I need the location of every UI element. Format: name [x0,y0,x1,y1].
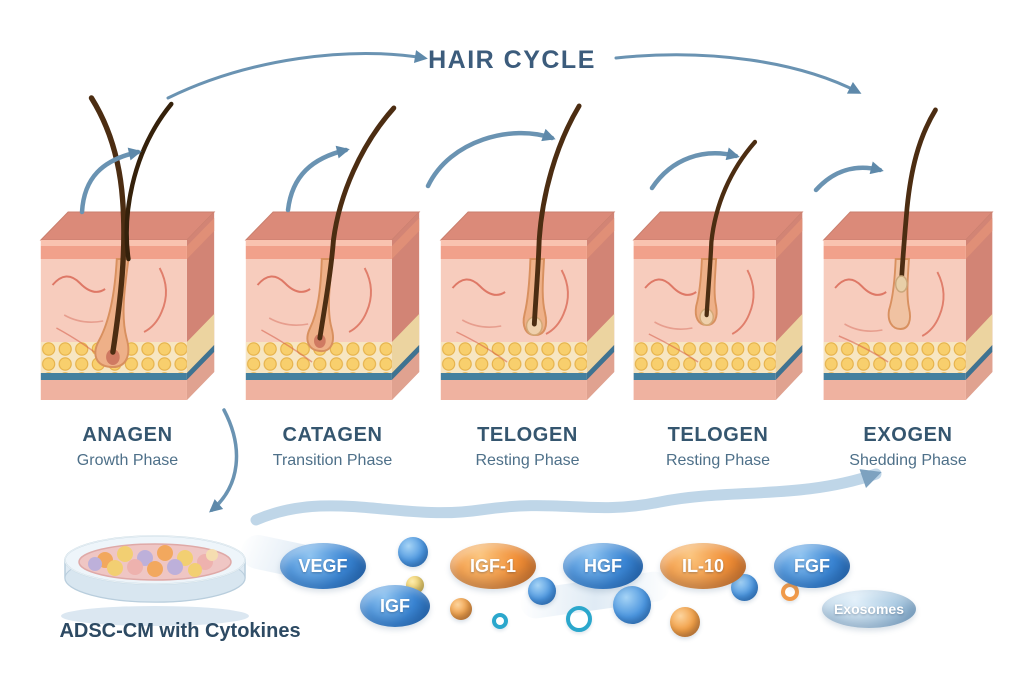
factor-label-vegf: VEGF [298,555,348,576]
molecule-ball-orange [450,598,472,620]
skin-illustration-exogen [822,107,994,400]
factor-label-igf: IGF [380,595,410,616]
phase-label-telogen-2: TELOGEN Resting Phase [628,424,808,470]
factor-bubble-igf1: IGF-1 [450,543,536,589]
phase-name-catagen: CATAGEN [282,424,383,446]
phase-name-exogen: EXOGEN [863,424,953,446]
factor-label-fgf: FGF [794,555,830,576]
factor-label-igf1: IGF-1 [469,555,516,576]
factor-bubble-il10: IL-10 [660,543,746,589]
skin-illustration-telogen-2 [632,139,804,400]
arrow-factor-ribbon [250,468,882,526]
phase-label-telogen-1: TELOGEN Resting Phase [435,424,620,470]
phase-subtitle-anagen: Growth Phase [76,452,179,469]
skin-illustration-catagen [244,105,421,400]
molecule-ring-teal [566,606,592,632]
petri-dish [50,512,260,630]
molecule-ball-blue [613,586,651,624]
molecule-ring-orange [781,583,799,601]
phase-subtitle-exogen: Shedding Phase [849,452,967,469]
petri-dish-illustration [61,535,249,626]
phase-name-telogen-2: TELOGEN [667,424,769,446]
molecule-ring-teal [492,613,508,629]
factor-bubble-fgf: FGF [774,544,850,588]
molecule-ball-orange [670,607,700,637]
factor-bubble-exosomes: Exosomes [822,590,916,628]
factor-label-exosomes: Exosomes [833,601,905,617]
skin-block-telogen-1 [435,90,620,410]
molecule-ball-blue [528,577,556,605]
skin-block-exogen [818,90,998,410]
phase-name-telogen-1: TELOGEN [477,424,578,446]
phase-subtitle-telogen-2: Resting Phase [665,452,771,469]
factor-bubble-hgf: HGF [563,543,643,589]
skin-illustration-telogen-1 [439,103,616,400]
phase-subtitle-catagen: Transition Phase [272,452,393,469]
factor-bubble-vegf: VEGF [280,543,366,589]
molecule-ball-blue [398,537,428,567]
phase-label-catagen: CATAGEN Transition Phase [240,424,425,470]
dish-label: ADSC-CM with Cytokines [59,620,301,642]
phase-label-anagen: ANAGEN Growth Phase [35,424,220,470]
skin-block-catagen [240,90,425,410]
phase-subtitle-telogen-1: Resting Phase [475,452,580,469]
skin-block-telogen-2 [628,90,808,410]
factor-label-il10: IL-10 [681,555,724,576]
factor-bubble-igf: IGF [360,585,430,627]
skin-illustration-anagen [39,95,216,400]
factor-label-hgf: HGF [584,555,622,576]
diagram-title: HAIR CYCLE [428,46,596,74]
phase-label-exogen: EXOGEN Shedding Phase [818,424,998,470]
skin-block-anagen [35,90,220,410]
phase-name-anagen: ANAGEN [82,424,173,446]
